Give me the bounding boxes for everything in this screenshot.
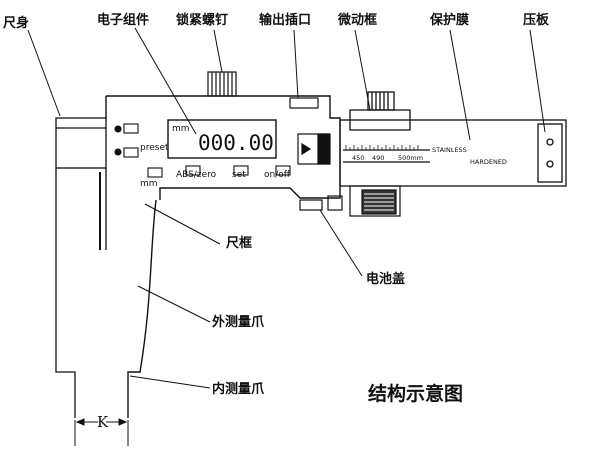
fine-adjust-frame [349, 91, 411, 131]
button-label-mm: mm [140, 179, 158, 189]
label-ruler-body: 尺身 [3, 15, 29, 31]
label-fine-adjust-frame: 微动框 [337, 12, 377, 28]
leader-lines [27, 27, 546, 389]
button-label-set: set [232, 170, 246, 180]
diagram-title: 结构示意图 [368, 382, 463, 405]
button-label-on-off: on/off [264, 170, 291, 180]
display-reading: 000.00 [198, 131, 274, 155]
label-pressure-plate: 压板 [523, 12, 550, 28]
scale-rail [339, 119, 567, 187]
scale-mark-450: 450 [352, 154, 364, 162]
button-row [147, 165, 291, 178]
label-outer-jaw: 外测量爪 [211, 314, 265, 330]
scale-ticks [345, 145, 419, 150]
output-socket [289, 97, 319, 109]
label-output-socket: 输出插口 [259, 12, 311, 28]
battery-cover [299, 185, 401, 217]
label-electronic-unit: 电子组件 [97, 12, 149, 28]
scale-mark-500: 500mm [398, 154, 423, 162]
k-dimension [74, 418, 129, 446]
label-k-dimension: K [97, 413, 109, 431]
display-unit: mm [172, 124, 190, 134]
button-label-abs-zero: ABS/zero [176, 170, 217, 180]
label-ruler-frame: 尺框 [226, 235, 252, 251]
label-battery-cover: 电池盖 [366, 271, 405, 287]
label-lock-screw: 锁紧螺钉 [176, 12, 228, 28]
ruler-frame [105, 95, 341, 418]
scale-stainless: STAINLESS [432, 146, 467, 154]
scale-hardened: HARDENED [470, 158, 507, 166]
frame-details [114, 123, 139, 158]
scale-mark-490: 490 [372, 154, 384, 162]
ruler-body [55, 117, 107, 418]
lock-screw-icon [207, 71, 237, 97]
roller-block [297, 133, 331, 165]
label-inner-jaw: 内测量爪 [212, 381, 265, 397]
label-protective-film: 保护膜 [429, 12, 469, 28]
button-label-preset: preset [140, 143, 169, 153]
